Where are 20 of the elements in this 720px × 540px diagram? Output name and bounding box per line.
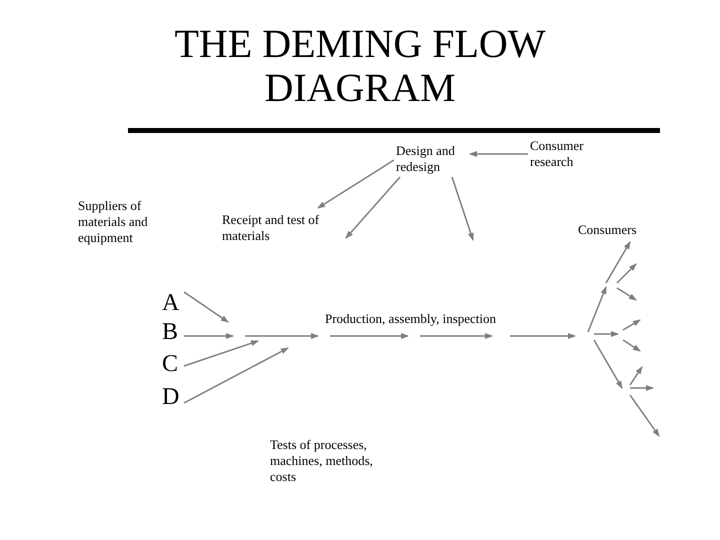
letter-label: B [162, 318, 180, 346]
arrow [469, 151, 528, 157]
node-label: Consumers [578, 222, 638, 238]
letter-label: A [162, 289, 180, 317]
arrow [317, 159, 394, 209]
arrow [184, 333, 234, 339]
arrow [345, 176, 401, 239]
arrow [184, 291, 229, 323]
node-label: Receipt and test of materials [222, 212, 320, 244]
title: THE DEMING FLOW DIAGRAM [173, 22, 547, 110]
arrow [451, 176, 474, 241]
node-label: Consumer research [530, 138, 584, 170]
letter-label: D [162, 383, 180, 411]
arrow [184, 340, 259, 367]
node-label: Design and redesign [396, 143, 456, 175]
letter-label: C [162, 350, 180, 378]
node-label: Production, assembly, inspection [325, 311, 498, 327]
arrow [184, 347, 289, 404]
node-label: Suppliers of materials and equipment [78, 198, 149, 246]
node-label: Tests of processes, machines, methods, costs [270, 437, 374, 485]
